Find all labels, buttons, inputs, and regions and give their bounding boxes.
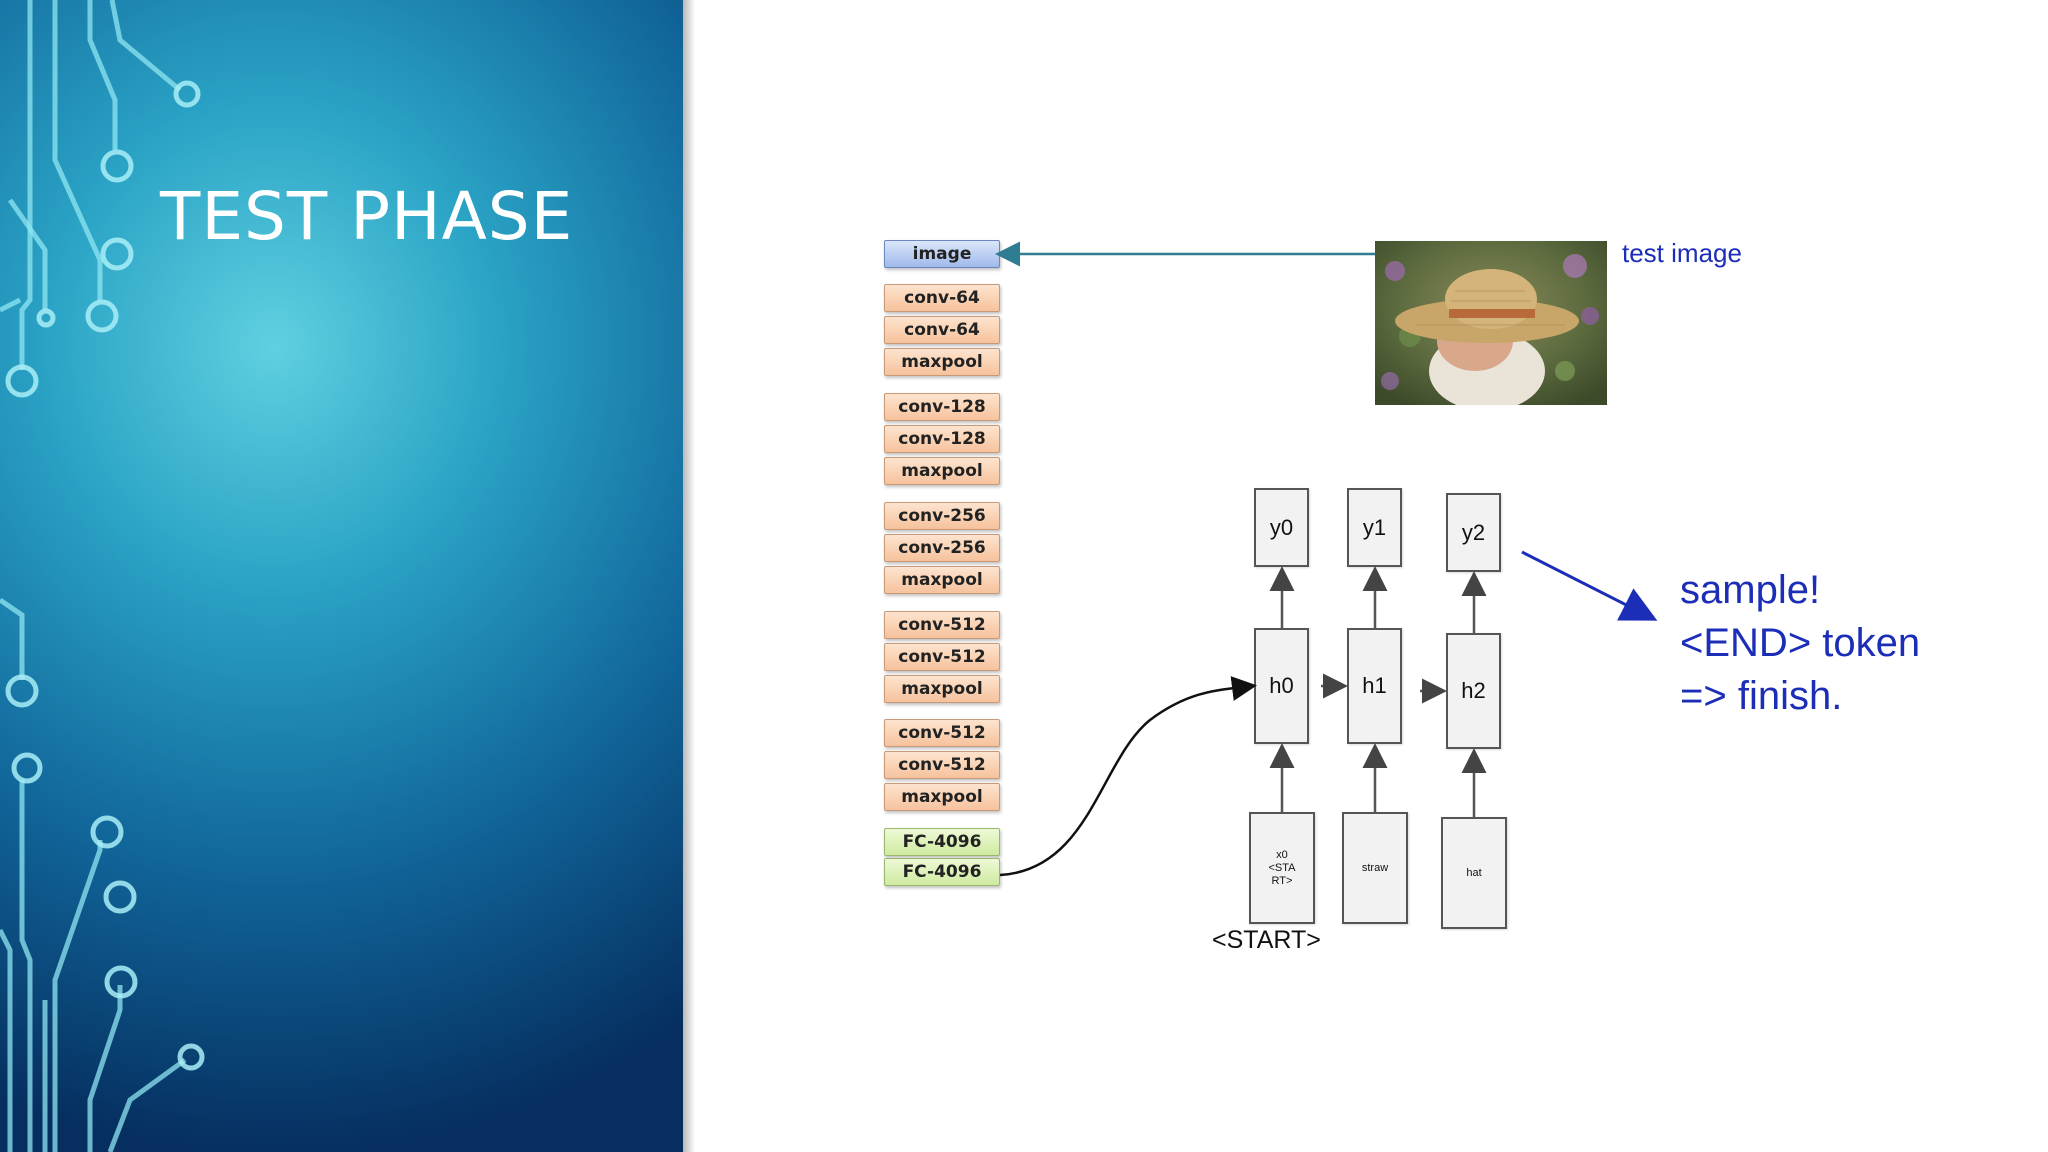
vgg-layer-conv: conv-64 [884, 284, 1000, 312]
vgg-layer-conv: conv-512 [884, 751, 1000, 779]
hidden-node-h1: h1 [1347, 628, 1402, 744]
slide-title: TEST PHASE [160, 178, 574, 255]
vgg-layer-pool: maxpool [884, 675, 1000, 703]
panel-shadow [683, 0, 695, 1152]
vgg-layer-conv: conv-512 [884, 611, 1000, 639]
output-node-y0: y0 [1254, 488, 1309, 567]
input-node-x0: x0 <STA RT> [1249, 812, 1315, 924]
output-node-y1: y1 [1347, 488, 1402, 567]
vgg-layer-conv: conv-256 [884, 502, 1000, 530]
sample-annotation: sample! <END> token => finish. [1680, 568, 1921, 718]
vgg-layer-pool: maxpool [884, 348, 1000, 376]
vgg-layer-pool: maxpool [884, 457, 1000, 485]
vgg-layer-conv: conv-128 [884, 393, 1000, 421]
hidden-node-h0: h0 [1254, 628, 1309, 744]
fc-to-h0-curve [999, 676, 1257, 877]
vgg-layer-fc: FC-4096 [884, 828, 1000, 856]
start-token-label: <START> [1212, 926, 1321, 954]
vgg-layer-conv: conv-128 [884, 425, 1000, 453]
test-photo [1375, 241, 1607, 405]
input-node-hat: hat [1441, 817, 1507, 929]
sample-arrow [1521, 550, 1658, 621]
circuit-decoration [0, 0, 205, 1152]
vgg-layer-conv: conv-64 [884, 316, 1000, 344]
man-in-straw-hat-photo [1375, 241, 1607, 405]
vgg-layer-conv: conv-256 [884, 534, 1000, 562]
test-image-label: test image [1622, 238, 1742, 268]
vgg-layer-pool: maxpool [884, 566, 1000, 594]
vgg-layer-input: image [884, 240, 1000, 268]
hidden-node-h2: h2 [1446, 633, 1501, 749]
vgg-layer-fc: FC-4096 [884, 858, 1000, 886]
output-node-y2: y2 [1446, 493, 1501, 572]
vgg-layer-conv: conv-512 [884, 719, 1000, 747]
title-panel: TEST PHASE [0, 0, 683, 1152]
input-node-straw: straw [1342, 812, 1408, 924]
vgg-layer-pool: maxpool [884, 783, 1000, 811]
vgg-layer-conv: conv-512 [884, 643, 1000, 671]
